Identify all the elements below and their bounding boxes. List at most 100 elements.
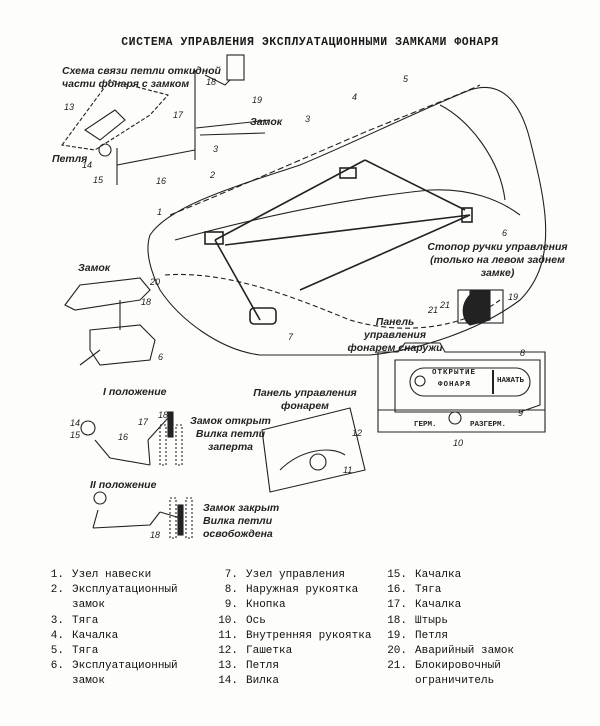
callout: 16 <box>118 432 128 442</box>
emergency-lock-drawing <box>64 277 156 366</box>
callout: 11 <box>343 465 352 475</box>
callout: 17 <box>173 110 184 120</box>
legend-number: 9. <box>224 599 238 612</box>
callout: 5 <box>403 74 409 84</box>
legend-text: Аварийный замок <box>415 645 515 658</box>
lock-rods <box>204 159 473 325</box>
legend-column-3: 15.Качалка 16.Тяга 17.Качалка 18.Штырь 1… <box>381 568 514 690</box>
legend-text: Эксплуатационный замок <box>72 584 178 612</box>
callout: 3 <box>305 114 310 124</box>
caption-line: Вилка петли <box>195 428 266 440</box>
callout: 16 <box>156 176 166 186</box>
legend-text: Ось <box>246 614 266 627</box>
legend-item: 19. Петля <box>381 629 514 644</box>
outer-panel-caption: Панель управления фонарем снаружи <box>345 316 445 355</box>
legend-number: 8. <box>224 584 238 597</box>
page-title: СИСТЕМА УПРАВЛЕНИЯ ЭКСПЛУАТАЦИОННЫМИ ЗАМ… <box>121 36 499 49</box>
outer-control-panel <box>377 342 546 433</box>
lock-top-label: Замок <box>250 116 283 128</box>
callouts: 1 2 3 4 5 6 7 8 9 10 11 12 13 14 15 16 1… <box>64 74 525 540</box>
callout: 14 <box>82 160 92 170</box>
legend-item: 12.Гашетка <box>212 644 371 659</box>
callout: 13 <box>64 102 74 112</box>
legend-number: 7. <box>224 569 238 581</box>
legend-item: 10. Ось <box>212 614 371 629</box>
legend-item: 15.Качалка <box>381 568 514 583</box>
callout: 9 <box>518 408 523 418</box>
callout: 10 <box>453 438 463 448</box>
position-1-drawing <box>80 411 183 466</box>
legend-text: Узел управления <box>246 569 346 581</box>
legend-text: Гашетка <box>246 645 293 658</box>
callout: 15 <box>93 175 104 185</box>
caption-line: части фонаря с замком <box>62 78 190 90</box>
callout: 21 <box>427 305 438 315</box>
panel-press-button: НАЖАТЬ <box>497 377 525 385</box>
legend-number: 16. <box>387 584 407 597</box>
legend-text: Штырь <box>415 614 449 627</box>
panel-unseal-label: РАЗГЕРМ. <box>470 421 507 429</box>
callout: 3 <box>213 144 218 154</box>
callout: 18 <box>141 297 151 307</box>
caption-line: освобождена <box>203 528 273 540</box>
legend-item: 8. Наружная рукоятка <box>212 583 371 598</box>
caption-line: фонарем <box>281 400 329 412</box>
caption-line: заперта <box>207 441 254 453</box>
caption-line: Панель управления <box>363 316 427 341</box>
caption-line: фонарем снаружи <box>347 342 443 354</box>
panel-open-line1: ОТКРЫТИЕ <box>432 369 477 377</box>
position-2-state: Замок закрыт Вилка петли освобождена <box>203 502 279 541</box>
legend-item: 20.Аварийный замок <box>381 644 514 659</box>
legend-item: 7. Узел управления <box>212 568 371 583</box>
inner-panel-caption: Панель управления фонарем <box>250 387 360 413</box>
callout: 20 <box>149 277 160 287</box>
legend-text: Тяга <box>72 645 99 658</box>
legend-number: 3. <box>50 614 64 627</box>
caption-line: Стопор ручки управления <box>427 241 568 253</box>
caption-line: Панель управления <box>253 387 357 399</box>
stopper-caption: Стопор ручки управления (только на левом… <box>425 241 570 280</box>
legend-number: 13. <box>218 660 238 673</box>
mechanism-diagram: 1 2 3 4 5 6 7 8 9 10 11 12 13 14 15 16 1… <box>61 54 547 540</box>
legend-column-2: 7. Узел управления 8. Наружная рукоятка 9.… <box>212 568 371 690</box>
callout: 6 <box>502 228 507 238</box>
legend-text: Внутренняя рукоятка <box>246 629 372 642</box>
legend-item: 21.Блокировочный ограничитель <box>381 659 514 689</box>
callout: 18 <box>150 530 160 540</box>
legend-item: 4.Качалка <box>38 629 178 644</box>
legend-number: 17. <box>387 599 407 612</box>
callout: 15 <box>70 430 81 440</box>
callout: 21 <box>439 300 450 310</box>
legend-number: 2. <box>50 584 64 597</box>
legend-item: 2. Эксплуатационный замок <box>38 583 178 613</box>
callout: 12 <box>352 428 362 438</box>
legend-item: 16.Тяга <box>381 583 514 598</box>
panel-open-line2: ФОНАРЯ <box>438 381 472 389</box>
legend-item: 18.Штырь <box>381 614 514 629</box>
legend-number: 5. <box>50 645 64 658</box>
legend-number: 11. <box>218 629 238 642</box>
position-1-label: I положение <box>103 386 167 398</box>
legend-number: 4. <box>50 629 64 642</box>
legend-item: 3.Тяга <box>38 614 178 629</box>
lock-left-label: Замок <box>78 262 111 274</box>
caption-line: Схема связи петли откидной <box>62 65 221 77</box>
caption-line: Замок открыт <box>190 415 271 427</box>
legend-number: 14. <box>218 675 238 688</box>
callout: 19 <box>508 292 518 302</box>
position-2-drawing <box>92 491 193 539</box>
inner-control-panel <box>261 407 366 493</box>
legend-number: 15. <box>387 569 407 581</box>
position-2-label: II положение <box>90 479 157 491</box>
position-1-state: Замок открыт Вилка петли заперта <box>188 415 273 454</box>
legend-item: 11. Внутренняя рукоятка <box>212 629 371 644</box>
callout: 8 <box>520 348 525 358</box>
legend-number: 10. <box>218 614 238 627</box>
legend-text: Петля <box>415 629 449 642</box>
legend-number: 19. <box>387 629 407 642</box>
legend-item: 17.Качалка <box>381 598 514 613</box>
callout: 19 <box>252 95 262 105</box>
legend-text: Наружная рукоятка <box>246 584 359 597</box>
legend-item: 6.Эксплуатационный замок <box>38 659 178 689</box>
callout: 18 <box>206 77 216 87</box>
